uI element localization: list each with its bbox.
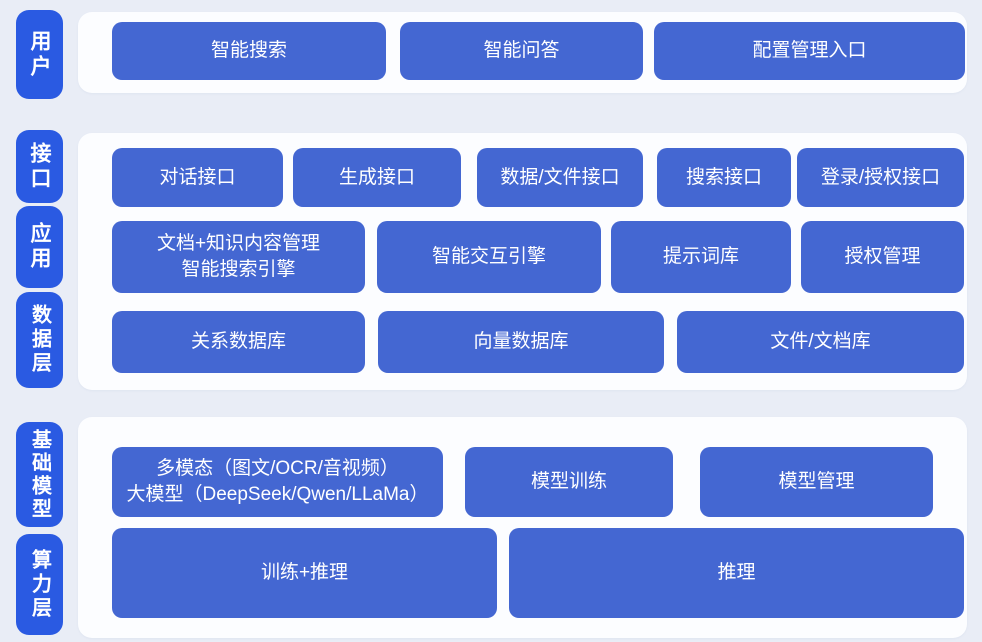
block-authorization-management: 授权管理 — [801, 221, 964, 293]
block-config-management-entry: 配置管理入口 — [654, 22, 965, 80]
block-doc-knowledge-search-engine: 文档+知识内容管理 智能搜索引擎 — [112, 221, 365, 293]
block-relational-db: 关系数据库 — [112, 311, 365, 373]
block-interaction-engine: 智能交互引擎 — [377, 221, 601, 293]
block-multimodal-line1: 多模态（图文/OCR/音视频） — [156, 458, 399, 480]
layer-pill-compute-layer: 算力层 — [16, 534, 63, 635]
layer-pill-interface: 接口 — [16, 130, 63, 203]
block-search-api: 搜索接口 — [657, 148, 791, 207]
block-doc-knowledge-line1: 文档+知识内容管理 — [156, 233, 321, 255]
layer-pill-application: 应用 — [16, 206, 63, 288]
block-data-file-api: 数据/文件接口 — [477, 148, 643, 207]
block-dialog-api: 对话接口 — [112, 148, 283, 207]
block-prompt-library: 提示词库 — [611, 221, 791, 293]
block-smart-qa: 智能问答 — [400, 22, 643, 80]
block-training-inference: 训练+推理 — [112, 528, 497, 618]
block-vector-db: 向量数据库 — [378, 311, 664, 373]
layer-pill-user: 用户 — [16, 10, 63, 99]
block-generation-api: 生成接口 — [293, 148, 461, 207]
block-multimodal-llm: 多模态（图文/OCR/音视频） 大模型（DeepSeek/Qwen/LLaMa） — [112, 447, 443, 517]
layer-pill-foundation-model: 基础模型 — [16, 422, 63, 527]
block-model-training: 模型训练 — [465, 447, 673, 517]
block-login-auth-api: 登录/授权接口 — [797, 148, 964, 207]
block-doc-knowledge-line2: 智能搜索引擎 — [181, 259, 296, 280]
block-multimodal-line2: 大模型（DeepSeek/Qwen/LLaMa） — [126, 484, 429, 505]
block-file-document-store: 文件/文档库 — [677, 311, 964, 373]
block-smart-search: 智能搜索 — [112, 22, 386, 80]
block-model-management: 模型管理 — [700, 447, 933, 517]
block-inference: 推理 — [509, 528, 964, 618]
layer-pill-data-layer: 数据层 — [16, 292, 63, 388]
